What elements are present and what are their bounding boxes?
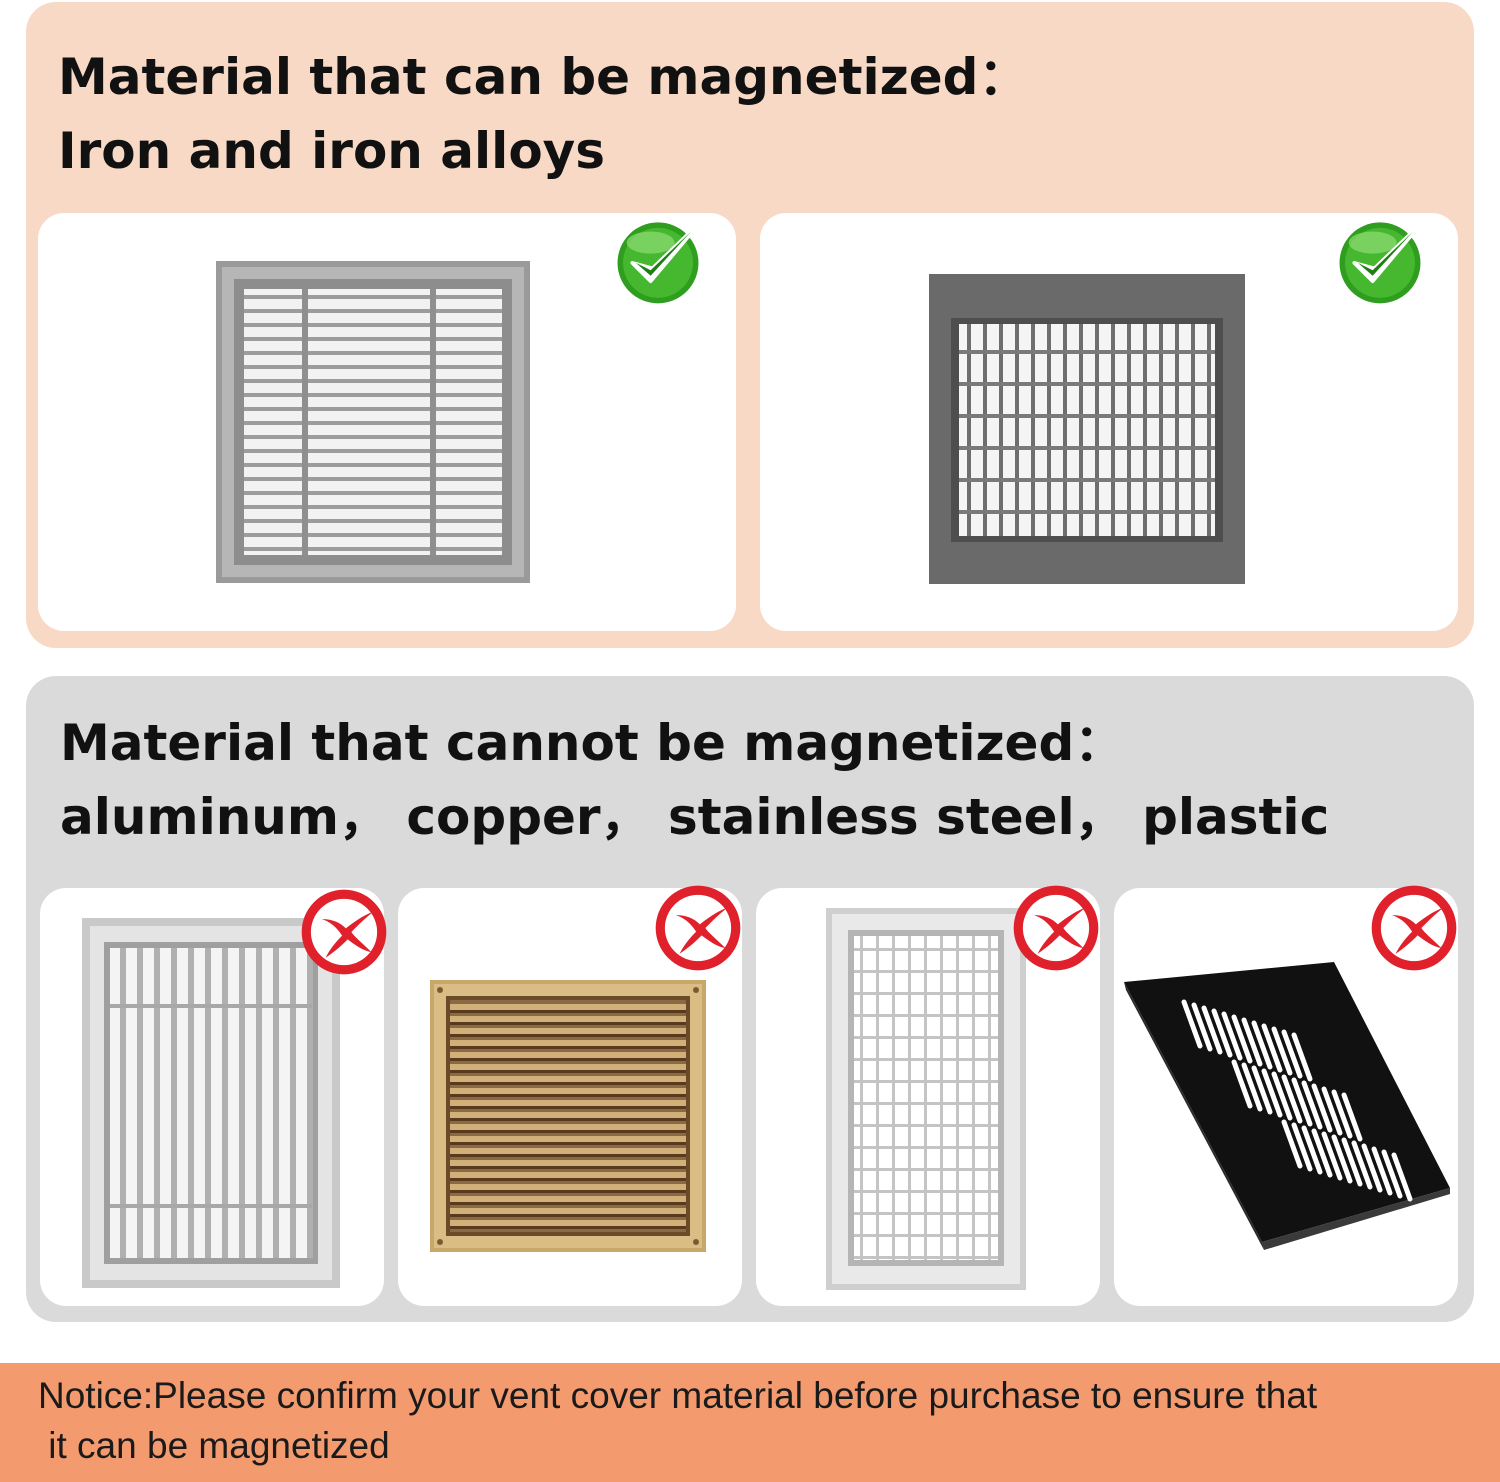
example-card-stainless-steel bbox=[756, 885, 1100, 1306]
green-check-icon bbox=[617, 220, 703, 304]
example-card-iron-vent-1 bbox=[38, 213, 736, 631]
non-magnetizable-heading-line2: aluminum， copper， stainless steel， plast… bbox=[60, 788, 1330, 846]
magnetizable-heading-line2: Iron and iron alloys bbox=[58, 122, 606, 180]
red-x-icon bbox=[1013, 885, 1099, 971]
magnetizable-panel: Material that can be magnetized： Iron an… bbox=[26, 2, 1474, 648]
notice-text: Notice:Please confirm your vent cover ma… bbox=[38, 1371, 1458, 1471]
magnetizable-heading-line1: Material that can be magnetized： bbox=[58, 48, 1029, 106]
example-card-plastic bbox=[1114, 885, 1458, 1306]
non-magnetizable-heading-line1: Material that cannot be magnetized： bbox=[60, 714, 1125, 772]
notice-line1: Notice:Please confirm your vent cover ma… bbox=[38, 1375, 1318, 1416]
magnetizable-heading: Material that can be magnetized： Iron an… bbox=[58, 40, 1028, 188]
notice-line2: it can be magnetized bbox=[38, 1425, 390, 1466]
green-check-icon bbox=[1339, 220, 1425, 304]
example-card-aluminum bbox=[40, 888, 387, 1306]
grey-louvered-square-vent bbox=[216, 261, 530, 583]
red-x-icon bbox=[655, 885, 741, 971]
dark-grey-egg-crate-grille bbox=[929, 274, 1245, 584]
non-magnetizable-panel: Material that cannot be magnetized： alum… bbox=[26, 676, 1474, 1322]
red-x-icon bbox=[1371, 885, 1457, 971]
non-magnetizable-heading: Material that cannot be magnetized： alum… bbox=[60, 706, 1329, 854]
aluminum-vertical-bar-grille bbox=[82, 918, 340, 1288]
example-card-iron-vent-2 bbox=[760, 213, 1458, 631]
black-plastic-slotted-vent bbox=[1124, 962, 1450, 1250]
notice-bar: Notice:Please confirm your vent cover ma… bbox=[0, 1363, 1500, 1482]
red-x-icon bbox=[301, 889, 387, 975]
example-card-copper bbox=[398, 885, 742, 1306]
copper-louvered-vent bbox=[430, 980, 706, 1252]
stainless-steel-grid-grille bbox=[826, 908, 1026, 1290]
